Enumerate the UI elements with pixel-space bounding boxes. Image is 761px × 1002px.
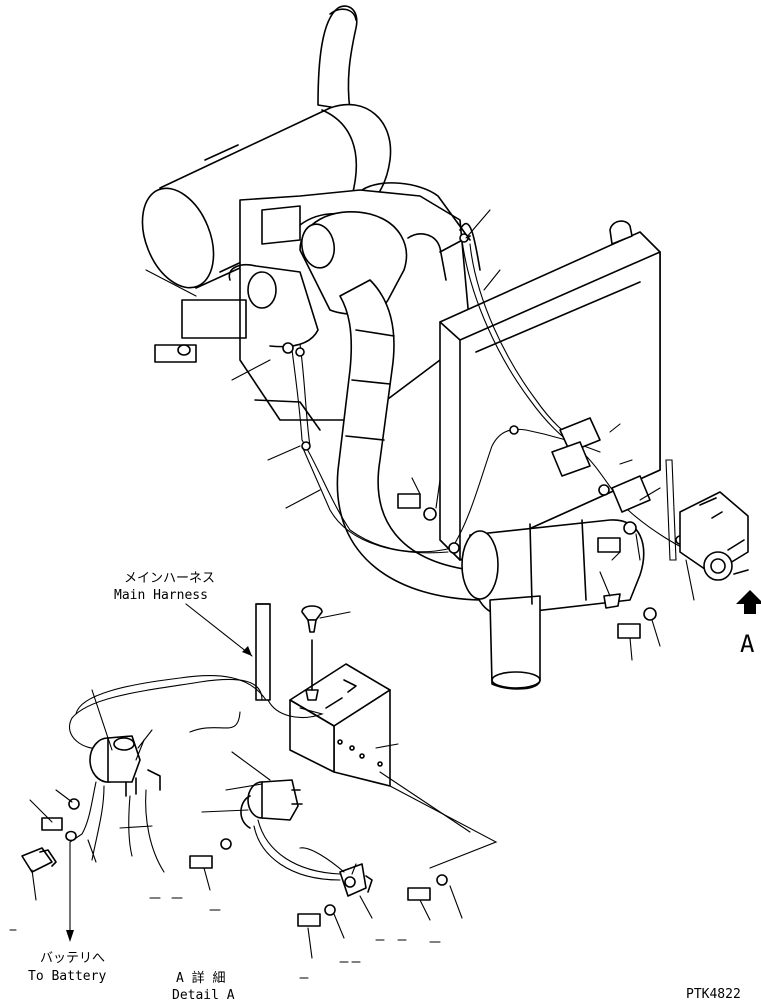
engine-assembly [141, 5, 481, 601]
detail-a-assembly [9, 603, 498, 979]
drawing-code: PTK4822 [686, 987, 741, 1002]
detail-label-en: Detail A [172, 988, 235, 1002]
main-harness-label-jp: メインハーネス [124, 571, 215, 586]
battery-label-jp: バッテリへ [40, 951, 105, 966]
main-harness-label-en: Main Harness [114, 588, 208, 603]
radiator-assembly [439, 220, 661, 561]
view-arrow: A [736, 590, 761, 658]
up-arrow-icon [736, 590, 761, 614]
view-letter: A [740, 630, 755, 658]
upper-harness [145, 209, 749, 661]
detail-label-jp: A 詳 細 [176, 970, 225, 986]
battery-label-en: To Battery [28, 969, 106, 984]
